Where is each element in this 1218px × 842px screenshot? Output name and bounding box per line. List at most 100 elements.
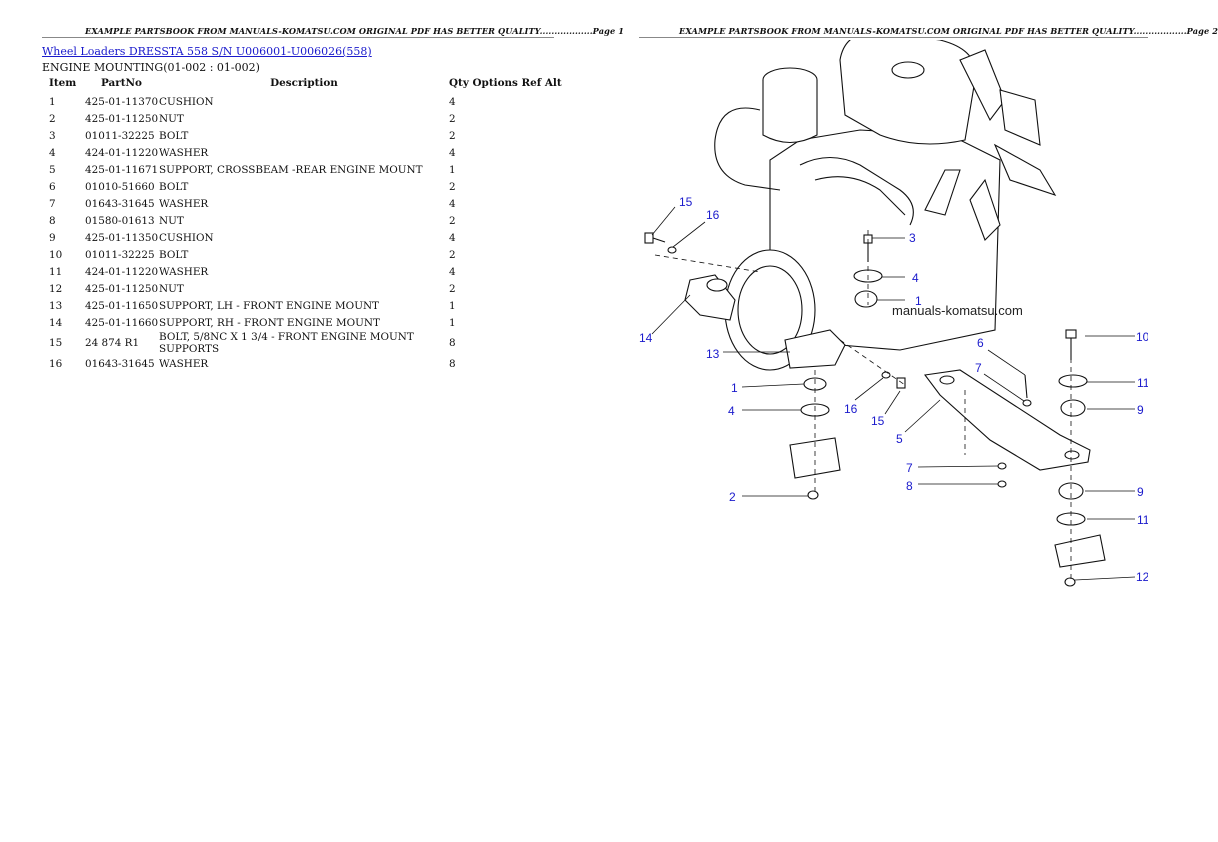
- item-cell: 6: [49, 180, 56, 193]
- nut: [997, 480, 1007, 488]
- engine-mounting-diagram: 15 16 3 4 1 14 13 1 4 16 15 5 2 6 7 10 1…: [639, 40, 1190, 600]
- partno-cell: 424-01-11220: [85, 265, 159, 278]
- description-cell: WASHER: [159, 265, 209, 278]
- fan-blade: [993, 143, 1057, 196]
- partno-cell: 425-01-11650: [85, 299, 159, 312]
- page-2: EXAMPLE PARTSBOOK FROM MANUALS-KOMATSU.C…: [595, 0, 1218, 842]
- partno-cell: 01643-31645: [85, 197, 155, 210]
- flywheel-housing-inner: [737, 265, 803, 355]
- expansion-tank: [839, 40, 977, 145]
- callout-label: 10: [1136, 330, 1150, 344]
- qty-cell: 2: [449, 180, 456, 193]
- item-cell: 3: [49, 129, 56, 142]
- description-cell: BOLT: [159, 248, 189, 261]
- qty-cell: 2: [449, 214, 456, 227]
- callout-label: 4: [912, 271, 919, 285]
- description-cell: NUT: [159, 282, 184, 295]
- partno-cell: 425-01-11250: [85, 112, 159, 125]
- item-cell: 15: [49, 337, 63, 349]
- description-cell: WASHER: [159, 197, 209, 210]
- qty-cell: 4: [449, 197, 456, 210]
- callout-label: 1: [731, 381, 738, 395]
- bolt: [896, 377, 906, 389]
- item-cell: 5: [49, 163, 56, 176]
- callout-label: 3: [909, 231, 916, 245]
- description-cell: BOLT: [159, 180, 189, 193]
- washer: [1058, 374, 1088, 388]
- header-divider: [42, 37, 554, 38]
- pipe: [814, 176, 906, 216]
- item-cell: 8: [49, 214, 56, 227]
- qty-cell: 4: [449, 146, 456, 159]
- qty-cell: 4: [449, 231, 456, 244]
- bolt-shank: [652, 237, 666, 243]
- front-mount-bracket-lh: [784, 329, 846, 369]
- callout-label: 16: [706, 208, 720, 222]
- partno-cell: 01011-32225: [85, 129, 155, 142]
- col-description-header: Description: [159, 76, 449, 93]
- item-cell: 9: [49, 231, 56, 244]
- partno-cell: 01010-51660: [85, 180, 155, 193]
- partno-cell: 01011-32225: [85, 248, 155, 261]
- model-link[interactable]: Wheel Loaders DRESSTA 558 S/N U006001-U0…: [42, 45, 372, 58]
- qty-cell: 8: [449, 357, 456, 370]
- callout-label: 11: [1137, 513, 1150, 527]
- description-cell: NUT: [159, 214, 184, 227]
- partno-cell: 425-01-11370: [85, 95, 159, 108]
- cushion: [854, 290, 878, 308]
- engine-illustration: [644, 40, 1136, 587]
- description-cell: WASHER: [159, 146, 209, 159]
- cushion: [1058, 482, 1084, 500]
- item-cell: 1: [49, 95, 56, 108]
- callout-label: 15: [871, 414, 885, 428]
- item-cell: 11: [49, 265, 63, 278]
- qty-cell: 8: [449, 337, 456, 349]
- item-cell: 14: [49, 316, 63, 329]
- callout-label: 14: [639, 331, 653, 345]
- bolt-shank: [1024, 374, 1028, 399]
- qty-cell: 4: [449, 265, 456, 278]
- qty-cell: 1: [449, 316, 456, 329]
- col-qty-options-ref-alt-header: Qty Options Ref Alt: [449, 77, 562, 89]
- bolt-head: [1065, 329, 1077, 339]
- nut: [807, 490, 819, 500]
- item-cell: 2: [49, 112, 56, 125]
- item-cell: 10: [49, 248, 63, 261]
- partno-cell: 01643-31645: [85, 357, 155, 370]
- description-cell: WASHER: [159, 357, 209, 370]
- rear-crossbeam-support: [924, 369, 1091, 471]
- callout-label: 16: [844, 402, 858, 416]
- description-cell: SUPPORT, RH - FRONT ENGINE MOUNT: [159, 316, 380, 329]
- intake-pipe: [714, 107, 781, 191]
- support-plate: [1054, 534, 1106, 568]
- qty-cell: 4: [449, 95, 456, 108]
- nut: [1064, 577, 1076, 587]
- callout-label: 15: [679, 195, 693, 209]
- page-1: EXAMPLE PARTSBOOK FROM MANUALS-KOMATSU.C…: [0, 0, 624, 842]
- header-divider: [639, 37, 1148, 38]
- table-row: 8 01580-01613 NUT 2: [42, 212, 562, 229]
- item-cell: 7: [49, 197, 56, 210]
- qty-cell: 2: [449, 129, 456, 142]
- col-item-header: Item: [49, 77, 77, 89]
- callout-label: 12: [1136, 570, 1150, 584]
- description-cell: BOLT, 5/8NC X 1 3/4 - FRONT ENGINE MOUNT…: [159, 331, 414, 355]
- item-cell: 13: [49, 299, 63, 312]
- partno-cell: 01580-01613: [85, 214, 155, 227]
- page-edge-mask: [1148, 320, 1190, 600]
- qty-cell: 2: [449, 248, 456, 261]
- callout-label: 6: [977, 336, 984, 350]
- watermark: manuals-komatsu.com: [892, 303, 1023, 318]
- callout-label: 9: [1137, 485, 1144, 499]
- partno-cell: 425-01-11250: [85, 282, 159, 295]
- callout-label: 13: [706, 347, 720, 361]
- cushion: [706, 278, 728, 292]
- partno-cell: 425-01-11671: [85, 163, 159, 176]
- center-lines: [654, 230, 1072, 580]
- partno-cell: 425-01-11660: [85, 316, 159, 329]
